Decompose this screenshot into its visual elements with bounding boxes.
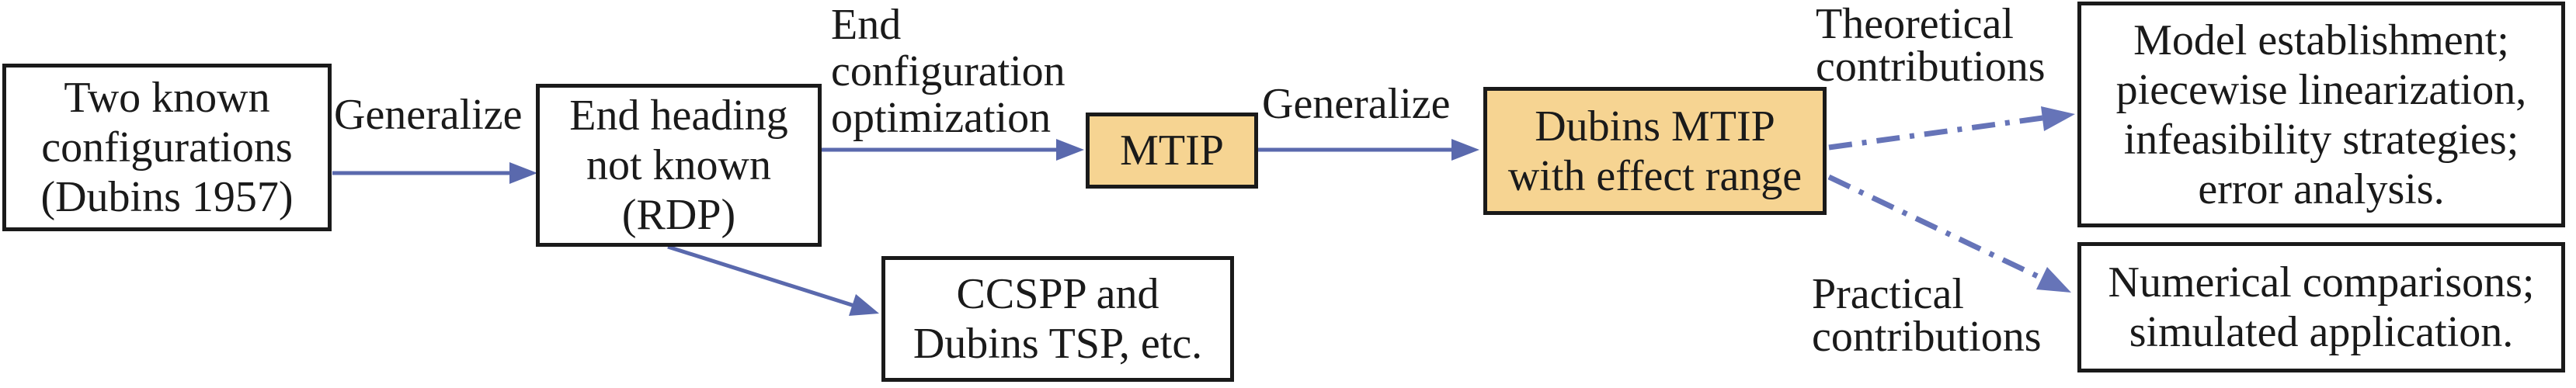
arrow-generalize-1-head [509, 162, 537, 184]
label-generalize-1: Generalize [334, 91, 523, 139]
arrow-to-ccspp-shaft [667, 244, 855, 308]
arrow-end-config-opt-head [1056, 139, 1084, 161]
arrow-end-config-opt [822, 139, 1084, 161]
box-dubins-mtip-effect-range: Dubins MTIP with effect range [1483, 87, 1827, 215]
box-ccspp-dubins-tsp: CCSPP and Dubins TSP, etc. [881, 256, 1234, 382]
arrow-generalize-1 [332, 162, 537, 184]
label-end-configuration-optimization: End configuration optimization [831, 1, 1066, 142]
arrow-theoretical-head [2041, 106, 2075, 131]
label-generalize-2: Generalize [1262, 80, 1451, 128]
box-two-known-configurations: Two known configurations (Dubins 1957) [2, 64, 332, 231]
arrow-practical-head [2036, 267, 2071, 293]
label-practical-contributions: Practical contributions [1812, 270, 2042, 361]
arrow-theoretical-shaft [1828, 115, 2043, 151]
arrow-practical-shaft [1827, 174, 2042, 281]
box-end-heading-not-known: End heading not known (RDP) [536, 84, 822, 247]
arrow-to-ccspp-head [849, 294, 879, 316]
label-theoretical-contributions: Theoretical contributions [1816, 0, 2046, 91]
arrow-practical-contributions [1827, 174, 2071, 293]
arrow-theoretical-contributions [1828, 106, 2075, 151]
box-practical-results: Numerical comparisons; simulated applica… [2077, 242, 2565, 372]
box-mtip: MTIP [1086, 113, 1258, 189]
arrow-to-ccspp [667, 244, 879, 316]
arrow-generalize-2-head [1451, 139, 1479, 161]
arrow-generalize-2 [1258, 139, 1479, 161]
box-theoretical-results: Model establishment; piecewise lineariza… [2077, 2, 2565, 227]
